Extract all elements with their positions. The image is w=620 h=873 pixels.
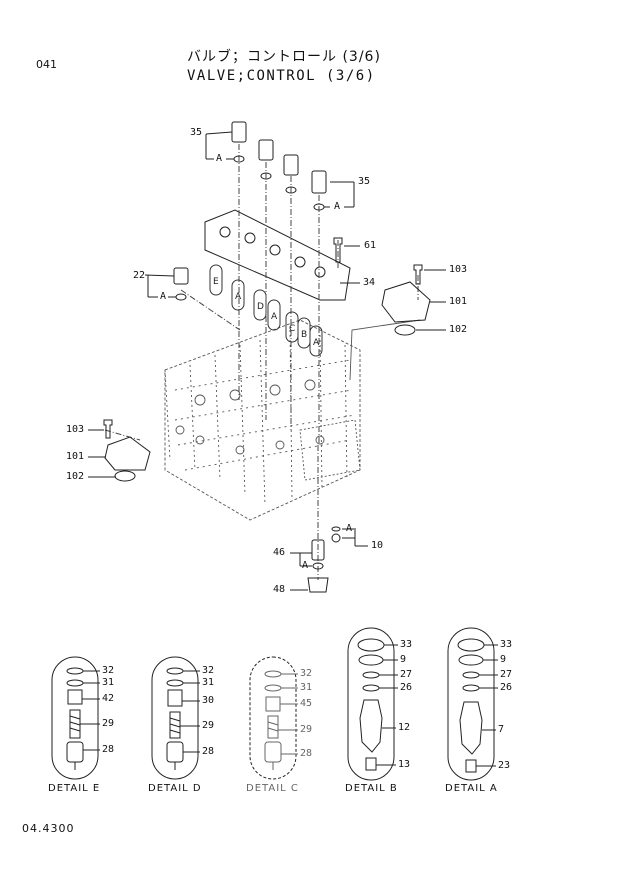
detail-a-part: 7 xyxy=(498,724,505,735)
detail-b-part: 26 xyxy=(400,682,413,693)
detail-d-part: 28 xyxy=(202,746,215,757)
detail-d-label: DETAIL D xyxy=(148,783,202,794)
ref-a: A xyxy=(216,153,223,164)
detail-d-part: 31 xyxy=(202,677,215,688)
detail-e-part: 29 xyxy=(102,718,115,729)
detail-a-part: 23 xyxy=(498,760,511,771)
detail-b-part: 27 xyxy=(400,669,413,680)
detail-b-part: 33 xyxy=(400,639,413,650)
detail-e-part: 28 xyxy=(102,744,115,755)
valve-body xyxy=(164,319,421,521)
detail-e-part: 42 xyxy=(102,693,115,704)
upper-cover-plate xyxy=(204,209,351,301)
callout-22: 22 xyxy=(133,270,146,281)
detail-e-part: 32 xyxy=(102,665,115,676)
right-cover xyxy=(381,264,431,336)
ref-a: A xyxy=(334,201,341,212)
svg-text:D: D xyxy=(257,302,264,312)
detail-c-part: 45 xyxy=(300,698,313,709)
svg-text:A: A xyxy=(313,338,320,348)
callout-103-left: 103 xyxy=(66,424,85,435)
callout-35-left: 35 xyxy=(190,127,203,138)
detail-a-label: DETAIL A xyxy=(445,783,498,794)
detail-panels xyxy=(51,627,495,781)
detail-b-part: 13 xyxy=(398,759,411,770)
detail-c-part: 28 xyxy=(300,748,313,759)
callout-48: 48 xyxy=(273,584,286,595)
svg-text:B: B xyxy=(301,330,307,340)
left-cover xyxy=(103,419,151,482)
detail-e-label: DETAIL E xyxy=(48,783,101,794)
detail-c-label: DETAIL C xyxy=(246,783,299,794)
title-japanese: バルブ；コントロール (3/6) xyxy=(187,49,381,65)
callout-10: 10 xyxy=(371,540,384,551)
svg-text:A: A xyxy=(235,292,242,302)
detail-b-label: DETAIL B xyxy=(345,783,398,794)
detail-e-part: 31 xyxy=(102,677,115,688)
detail-c-part: 32 xyxy=(300,668,313,679)
callout-101-right: 101 xyxy=(449,296,468,307)
bottom-parts xyxy=(307,526,341,593)
plug-caps xyxy=(231,121,327,211)
detail-a-part: 33 xyxy=(500,639,513,650)
detail-a-part: 26 xyxy=(500,682,513,693)
callout-61: 61 xyxy=(364,240,377,251)
svg-text:E: E xyxy=(213,277,219,287)
ref-a: A xyxy=(302,560,309,571)
detail-b-part: 12 xyxy=(398,722,411,733)
detail-d-part: 30 xyxy=(202,695,215,706)
ref-a: A xyxy=(346,523,353,534)
callout-35-right: 35 xyxy=(358,176,371,187)
document-code: 04.4300 xyxy=(22,822,75,835)
detail-c-part: 29 xyxy=(300,724,313,735)
detail-c-part: 31 xyxy=(300,682,313,693)
page-number: 041 xyxy=(36,58,57,71)
detail-a-part: 27 xyxy=(500,669,513,680)
detail-a-part: 9 xyxy=(500,654,507,665)
callout-102-left: 102 xyxy=(66,471,85,482)
svg-text:C: C xyxy=(289,324,295,334)
callout-102-right: 102 xyxy=(449,324,468,335)
svg-text:A: A xyxy=(271,312,278,322)
detail-b-part: 9 xyxy=(400,654,407,665)
callout-101-left: 101 xyxy=(66,451,85,462)
detail-d-part: 29 xyxy=(202,720,215,731)
ref-a: A xyxy=(160,291,167,302)
callout-46: 46 xyxy=(273,547,286,558)
detail-d-part: 32 xyxy=(202,665,215,676)
callout-34: 34 xyxy=(363,277,376,288)
page-title: VALVE;CONTROL (3/6) xyxy=(187,68,376,84)
callout-103-right: 103 xyxy=(449,264,468,275)
